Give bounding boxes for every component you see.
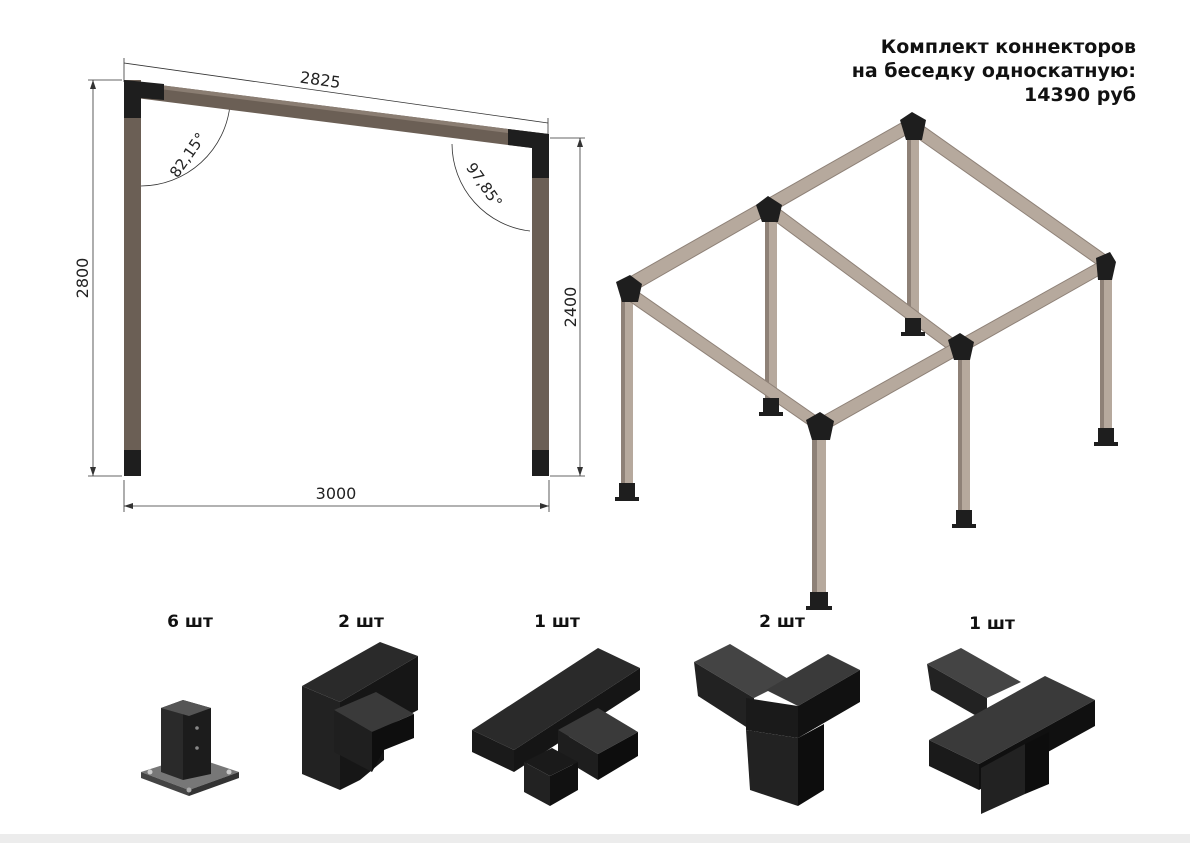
connector-qty-1: 6 шт — [167, 612, 213, 632]
front-elevation-drawing: 2825 2800 2400 3000 82,15° 97,85° — [73, 58, 585, 512]
connector-qty-2: 2 шт — [338, 612, 384, 632]
left-post-base — [124, 450, 141, 476]
connector-qty-5: 1 шт — [969, 614, 1015, 634]
post-base-icon — [141, 700, 239, 796]
three-way-corner-icon — [694, 644, 860, 806]
gazebo-beams — [621, 117, 1113, 433]
right-top-connector — [508, 129, 549, 178]
gazebo-connectors — [615, 112, 1118, 610]
gazebo-posts — [621, 125, 1112, 520]
connector-qty-4: 2 шт — [759, 612, 805, 632]
right-post-base — [532, 450, 549, 476]
right-post — [532, 134, 549, 476]
left-post — [124, 80, 141, 476]
title-line-1: Комплект коннекторов — [880, 36, 1136, 58]
dim-width: 3000 — [316, 484, 357, 503]
dimension-arrows — [90, 80, 583, 509]
dim-right-height: 2400 — [561, 287, 580, 328]
page-bottom-strip — [0, 834, 1190, 843]
dim-right-angle: 97,85° — [462, 159, 506, 211]
connector-qty-3: 1 шт — [534, 612, 580, 632]
title-line-2: на беседку односкатную: — [851, 60, 1136, 82]
isometric-gazebo-drawing — [615, 112, 1118, 610]
corner-connector-icon — [302, 642, 418, 790]
dimension-lines — [88, 58, 585, 512]
dim-left-height: 2800 — [73, 258, 92, 299]
title-price: 14390 руб — [1024, 84, 1136, 106]
t-connector-icon — [472, 648, 640, 806]
dim-left-angle: 82,15° — [166, 129, 210, 181]
four-way-connector-icon — [927, 648, 1095, 814]
left-top-connector — [124, 80, 164, 118]
